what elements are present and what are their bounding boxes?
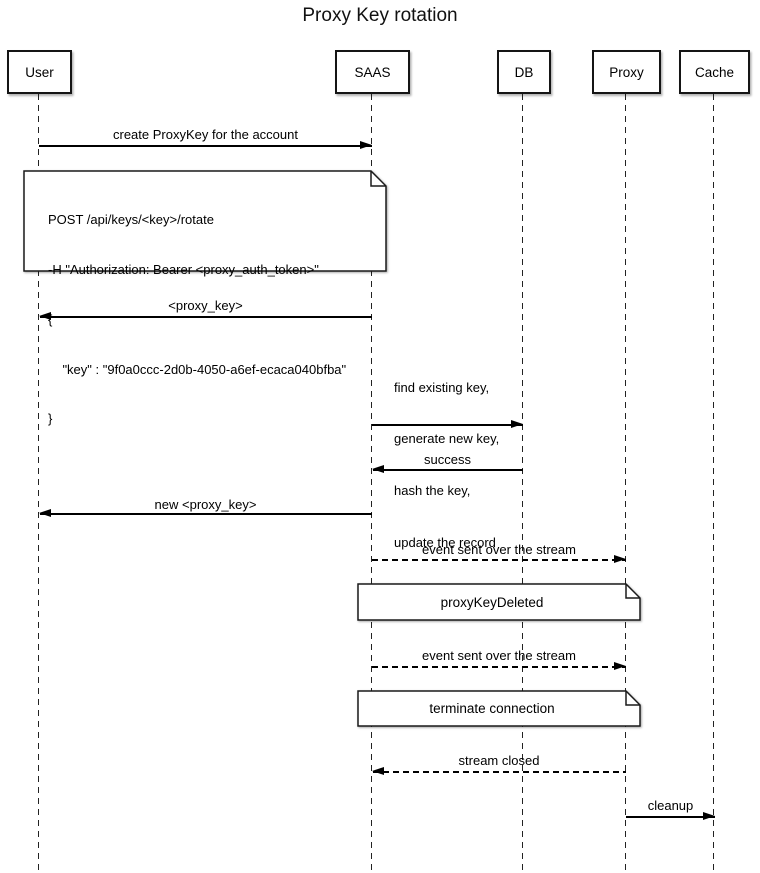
arrowhead-left-icon xyxy=(39,312,51,320)
message-label-db-update: find existing key, generate new key, has… xyxy=(394,344,499,586)
message-line-text: find existing key, xyxy=(394,379,490,395)
arrowhead-left-icon xyxy=(372,465,384,473)
note-line: } xyxy=(48,411,53,427)
note-post-request: POST /api/keys/<key>/rotate -H "Authoriz… xyxy=(23,170,387,426)
note-line: "key" : "9f0a0ccc-2d0b-4050-a6ef-ecaca04… xyxy=(48,361,347,377)
arrowhead-right-icon xyxy=(614,555,626,563)
message-line-create-proxykey xyxy=(39,145,372,147)
note-terminate-connection-text: terminate connection xyxy=(429,701,555,716)
note-line: POST /api/keys/<key>/rotate xyxy=(48,212,214,228)
message-label-success: success xyxy=(424,452,471,467)
note-proxykeydeleted-text: proxyKeyDeleted xyxy=(440,594,544,610)
note-shape xyxy=(23,170,387,272)
note-shape xyxy=(357,583,641,621)
actor-label-proxy: Proxy xyxy=(609,64,644,80)
arrowhead-left-icon xyxy=(372,767,384,775)
note-terminate-connection: terminate connection xyxy=(357,690,641,727)
message-line-text: generate new key, xyxy=(394,431,500,447)
arrowhead-right-icon xyxy=(511,420,523,428)
actor-label-cache: Cache xyxy=(694,64,735,80)
actor-box-db: DB xyxy=(497,50,551,94)
diagram-title: Proxy Key rotation xyxy=(302,5,458,26)
message-label-cleanup: cleanup xyxy=(647,798,694,813)
actor-label-db: DB xyxy=(514,64,534,80)
note-shape xyxy=(357,690,641,727)
message-line-proxy-key xyxy=(40,316,372,318)
message-label-create-proxykey: create ProxyKey for the account xyxy=(113,127,298,142)
note-post-request-text: POST /api/keys/<key>/rotate -H "Authoriz… xyxy=(48,179,346,461)
note-proxykeydeleted: proxyKeyDeleted xyxy=(357,583,641,621)
message-label-stream-closed: stream closed xyxy=(458,753,540,768)
message-line-success xyxy=(373,469,523,471)
actor-box-proxy: Proxy xyxy=(592,50,661,94)
arrowhead-right-icon xyxy=(703,812,715,820)
lifeline-user xyxy=(38,94,40,873)
message-label-event-stream-2: event sent over the stream xyxy=(422,648,576,663)
message-line-text: hash the key, xyxy=(394,483,471,499)
lifeline-saas xyxy=(371,94,373,873)
actor-label-saas: SAAS xyxy=(354,64,391,80)
message-label-proxy-key: <proxy_key> xyxy=(168,298,243,313)
arrowhead-left-icon xyxy=(39,509,51,517)
actor-label-user: User xyxy=(25,64,54,80)
message-line-cleanup xyxy=(626,816,715,818)
message-line-db-update xyxy=(372,424,523,426)
actor-box-cache: Cache xyxy=(679,50,750,94)
note-line: { xyxy=(48,311,53,327)
actor-box-user: User xyxy=(7,50,72,94)
message-line-event-stream-2 xyxy=(372,666,626,668)
lifeline-db xyxy=(522,94,524,873)
actor-box-saas: SAAS xyxy=(335,50,410,94)
arrowhead-right-icon xyxy=(360,141,372,149)
message-line-stream-closed xyxy=(373,771,626,773)
note-line: -H "Authorization: Bearer <proxy_auth_to… xyxy=(48,261,319,277)
message-line-new-proxy-key xyxy=(40,513,372,515)
message-label-new-proxy-key: new <proxy_key> xyxy=(154,497,257,512)
message-label-event-stream-1: event sent over the stream xyxy=(422,542,576,557)
arrowhead-right-icon xyxy=(614,662,626,670)
message-line-event-stream-1 xyxy=(372,559,626,561)
lifeline-proxy xyxy=(625,94,627,873)
message-line-text: update the record xyxy=(394,535,496,551)
lifeline-cache xyxy=(713,94,715,873)
